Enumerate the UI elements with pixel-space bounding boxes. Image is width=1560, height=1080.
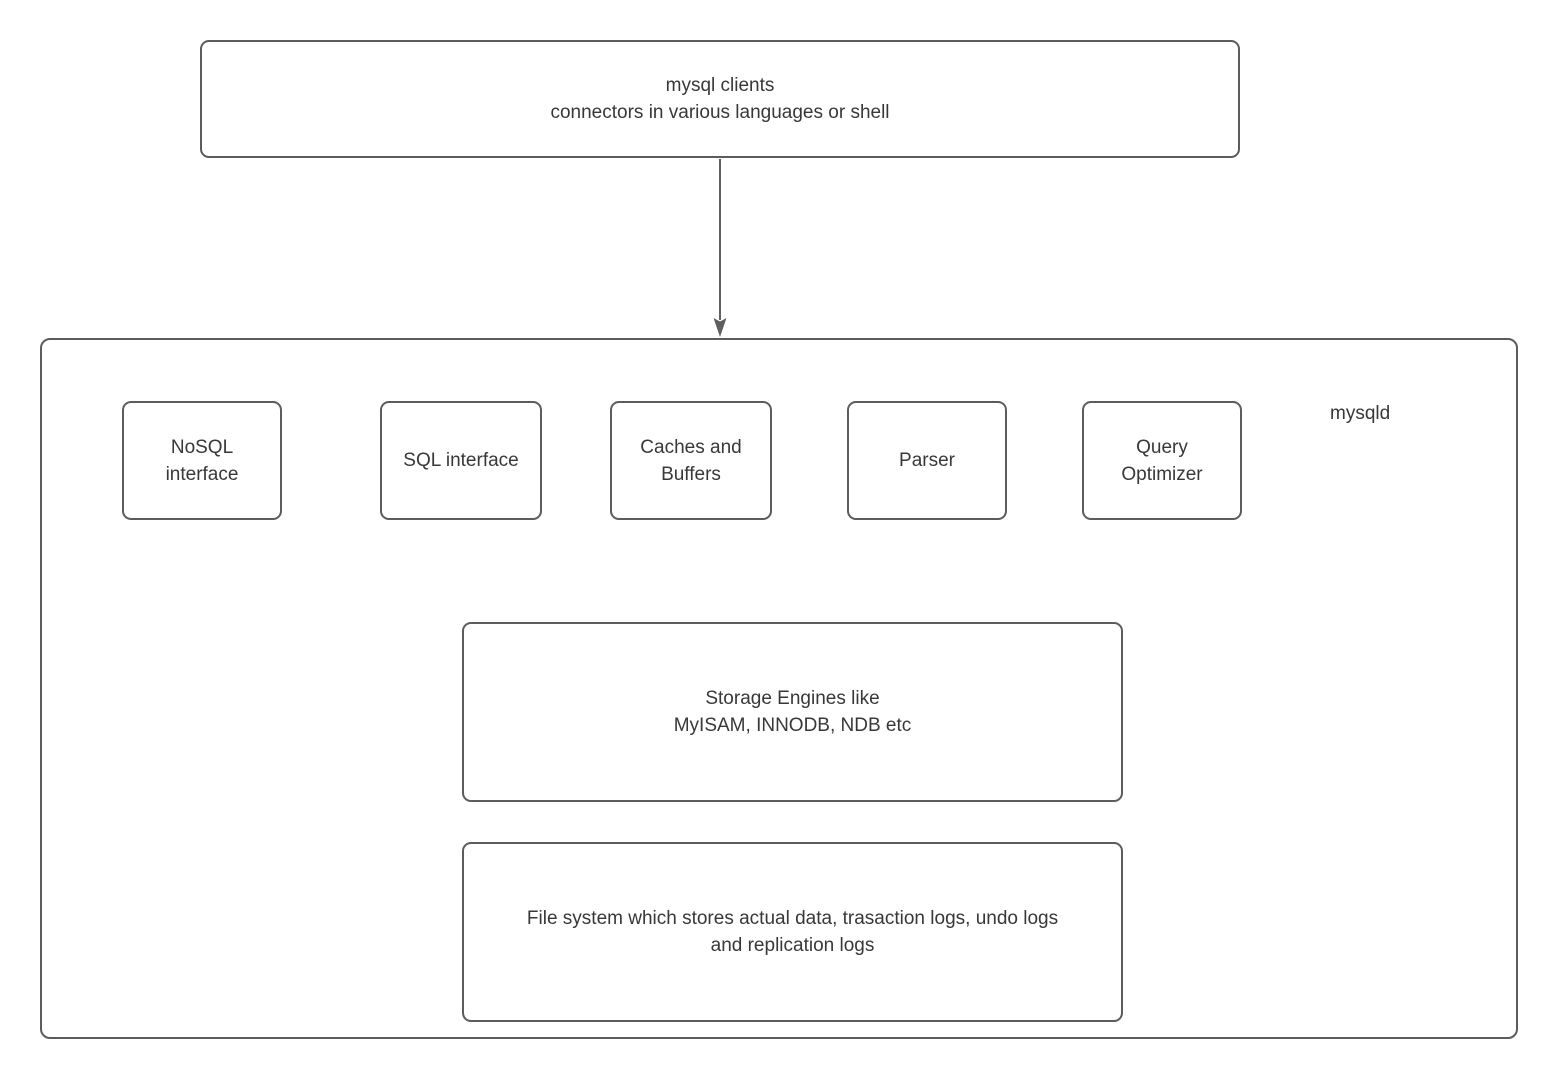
node-parser: Parser bbox=[847, 401, 1007, 520]
node-mysqld-container: mysqld NoSQL interface SQL interface Cac… bbox=[40, 338, 1518, 1039]
node-mysql-clients: mysql clients connectors in various lang… bbox=[200, 40, 1240, 158]
node-parser-label: Parser bbox=[899, 450, 955, 471]
node-query-optimizer-label: Query Optimizer bbox=[1121, 436, 1203, 485]
node-mysql-clients-label: mysql clients connectors in various lang… bbox=[550, 75, 890, 123]
node-file-system: File system which stores actual data, tr… bbox=[462, 842, 1123, 1022]
node-storage-engines-label: Storage Engines like MyISAM, INNODB, NDB… bbox=[673, 688, 912, 736]
node-sql-interface-label: SQL interface bbox=[403, 450, 519, 471]
node-nosql-interface: NoSQL interface bbox=[122, 401, 282, 520]
node-mysqld-label: mysqld bbox=[1330, 403, 1391, 424]
node-query-optimizer: Query Optimizer bbox=[1082, 401, 1242, 520]
node-file-system-label: File system which stores actual data, tr… bbox=[526, 908, 1059, 956]
node-storage-engines: Storage Engines like MyISAM, INNODB, NDB… bbox=[462, 622, 1123, 802]
node-sql-interface: SQL interface bbox=[380, 401, 542, 520]
node-caches-and-buffers-label: Caches and Buffers bbox=[640, 436, 742, 485]
node-nosql-interface-label: NoSQL interface bbox=[165, 436, 239, 485]
arrow-clients-to-mysqld-icon bbox=[713, 159, 727, 337]
node-caches-and-buffers: Caches and Buffers bbox=[610, 401, 772, 520]
